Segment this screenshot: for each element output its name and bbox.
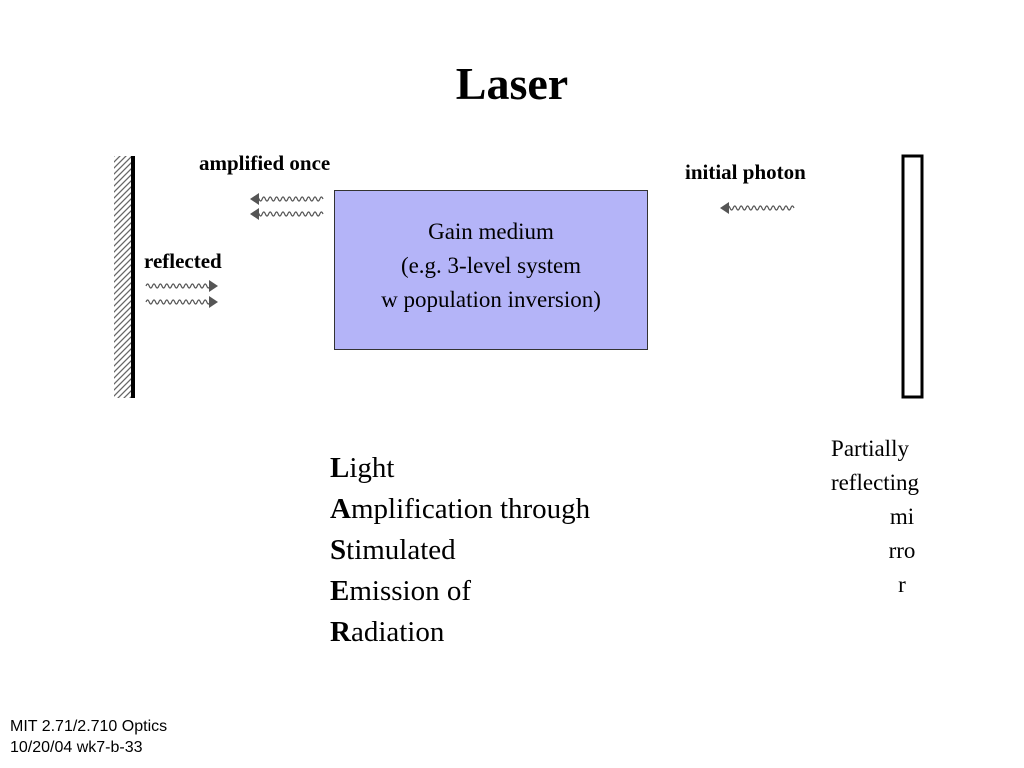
gain-medium-box: Gain medium (e.g. 3-level system w popul… <box>334 190 648 350</box>
partial-mirror-label-line: rro <box>888 538 916 563</box>
acronym-rest: ight <box>349 452 395 484</box>
partial-mirror-label-line: reflecting <box>830 470 920 495</box>
gain-medium-line: w population inversion) <box>381 287 601 312</box>
label-initial-photon: initial photon <box>685 160 806 184</box>
label-reflected: reflected <box>144 249 222 273</box>
footer-date-code: 10/20/04 wk7-b-33 <box>10 739 143 756</box>
amplified-photons <box>250 193 324 220</box>
partial-mirror-icon <box>901 154 924 399</box>
acronym-line: Radiation <box>330 612 590 653</box>
gain-medium-line: Gain medium <box>428 219 554 244</box>
photon-wave-icon <box>250 208 324 220</box>
slide-title: Laser <box>455 58 569 109</box>
acronym-rest: timulated <box>346 534 456 566</box>
acronym-initial: L <box>330 452 350 484</box>
acronym-rest: adiation <box>350 616 445 648</box>
reflected-photons <box>145 280 218 308</box>
acronym-initial: A <box>330 493 351 525</box>
partial-mirror-label: Partially reflecting mi rro r <box>780 432 970 602</box>
acronym-line: Stimulated <box>330 530 590 571</box>
footer-course: MIT 2.71/2.710 Optics <box>10 718 168 735</box>
acronym-line: Amplification through <box>330 489 590 530</box>
photon-wave-icon <box>720 202 795 214</box>
laser-acronym: Light Amplification through Stimulated E… <box>330 448 590 653</box>
label-amplified-once: amplified once <box>199 151 331 175</box>
acronym-line: Light <box>330 448 590 489</box>
photon-wave-icon <box>145 280 218 292</box>
partial-mirror-label-line: r <box>898 572 906 597</box>
acronym-initial: E <box>330 575 350 607</box>
acronym-rest: mplification through <box>350 493 591 525</box>
acronym-initial: R <box>330 616 351 648</box>
partial-mirror-label-line: mi <box>889 504 915 529</box>
acronym-line: Emission of <box>330 571 590 612</box>
acronym-initial: S <box>330 534 347 566</box>
acronym-rest: mission of <box>349 575 471 607</box>
slide-footer: MIT 2.71/2.710 Optics 10/20/04 wk7-b-33 <box>10 716 167 758</box>
full-mirror-icon <box>114 156 135 398</box>
photon-wave-icon <box>250 193 324 205</box>
gain-medium-line: (e.g. 3-level system <box>400 253 582 278</box>
partial-mirror-label-line: Partially <box>831 436 909 461</box>
photon-wave-icon <box>145 296 218 308</box>
initial-photon <box>720 202 795 214</box>
